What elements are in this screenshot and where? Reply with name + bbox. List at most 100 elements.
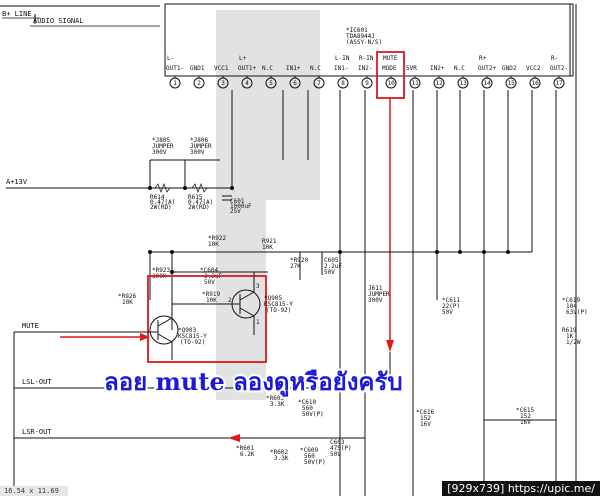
node xyxy=(338,250,342,254)
c616-rating: 16V xyxy=(420,421,431,428)
pin-10-circle xyxy=(385,77,397,89)
c610-value: 560 xyxy=(302,405,313,412)
j806-ref: *J806 xyxy=(190,137,208,144)
pin-16-number: 16 xyxy=(532,80,540,87)
pin-12-number: 12 xyxy=(436,80,444,87)
pin-11-circle xyxy=(409,77,421,89)
r619-ref: R619 xyxy=(562,327,577,334)
pin-10-number: 10 xyxy=(388,80,396,87)
j806-rating: 300V xyxy=(190,149,205,156)
lsr-label: LSR-OUT xyxy=(22,428,52,436)
r602-value: 3.3K xyxy=(274,455,289,462)
c619-rating: 63V(P) xyxy=(566,309,588,316)
pin-13-function: N.C xyxy=(454,65,465,72)
c611-ref: *C611 xyxy=(442,297,460,304)
pin-11-function: SVR xyxy=(406,65,417,72)
c605-value: 2.2uF xyxy=(324,263,342,270)
mute-arrow-down xyxy=(386,340,394,352)
legend-b-line: B+ LINE xyxy=(2,10,32,18)
c603-ref: C603 xyxy=(330,439,345,446)
pin-4-function: OUT1+ xyxy=(238,65,256,72)
q903-emitter xyxy=(157,333,173,343)
pin-9-circle xyxy=(361,77,373,89)
r615-ref: R615 xyxy=(188,194,203,201)
node xyxy=(230,186,234,190)
node xyxy=(183,186,187,190)
r920-value: 27K xyxy=(290,263,301,270)
j805-rating: 300V xyxy=(152,149,167,156)
c616-ref: *C616 xyxy=(416,409,434,416)
c615-ref: *C615 xyxy=(516,407,534,414)
pin-15-number: 15 xyxy=(508,80,516,87)
r605-value: 3.3K xyxy=(270,401,285,408)
pin-12-function: IN2+ xyxy=(430,65,445,72)
node xyxy=(435,250,439,254)
r614-value: 0.47(A) xyxy=(150,199,175,206)
lsl-label: LSL-OUT xyxy=(22,378,52,386)
q905-pin1: 1 xyxy=(256,319,260,326)
j611-type: JUMPER xyxy=(368,291,390,298)
pin-5-function: N.C xyxy=(262,65,273,72)
pin-16-circle xyxy=(529,77,541,89)
pin-7-circle xyxy=(313,77,325,89)
c609-ref: *C609 xyxy=(300,447,318,454)
r926-ref: *R926 xyxy=(118,293,136,300)
pin-1-function: OUT1- xyxy=(166,65,184,72)
q903-package: (TO-92) xyxy=(180,339,205,346)
r926-value: 10K xyxy=(122,299,133,306)
pin-2-number: 2 xyxy=(197,80,201,87)
upic-watermark: [929x739] https://upic.me/ xyxy=(442,481,600,496)
pin-8-label: L-IN xyxy=(335,55,350,62)
r919-value: 10K xyxy=(206,297,217,304)
c619-value: 104 xyxy=(566,303,577,310)
r615-symbol xyxy=(191,183,208,193)
r605-ref: *R605 xyxy=(266,395,284,402)
pin-15-function: GND2 xyxy=(502,65,517,72)
ic-part: TDA8944J xyxy=(346,33,375,40)
j611-ref: J611 xyxy=(368,285,383,292)
pin-3-circle xyxy=(217,77,229,89)
c619-ref: *C619 xyxy=(562,297,580,304)
r921-value: 10K xyxy=(262,244,273,251)
r619-rating: 1/2W xyxy=(566,339,581,346)
node xyxy=(482,250,486,254)
q903-collector xyxy=(157,317,173,327)
pin-17-number: 17 xyxy=(556,80,564,87)
r602-ref: *R602 xyxy=(270,449,288,456)
c609-rating: 50V(P) xyxy=(304,459,326,466)
pin-14-number: 14 xyxy=(484,80,492,87)
c605-ref: C605 xyxy=(324,257,339,264)
c605-rating: 50V xyxy=(324,269,335,276)
mute-red-arrow xyxy=(140,333,150,341)
node xyxy=(170,250,174,254)
r920-ref: *R920 xyxy=(290,257,308,264)
r614-ref: R614 xyxy=(150,194,165,201)
j805-type: JUMPER xyxy=(152,143,174,150)
pin-6-function: IN1+ xyxy=(286,65,301,72)
ic601-body xyxy=(164,3,574,77)
r615-value: 0.47(A) xyxy=(188,199,213,206)
q905-pin3: 3 xyxy=(256,283,260,290)
pin-4-number: 4 xyxy=(245,80,249,87)
pin-12-circle xyxy=(433,77,445,89)
legend-audio-signal: AUDIO SIGNAL xyxy=(33,17,84,25)
pin-14-function: OUT2+ xyxy=(478,65,496,72)
node xyxy=(458,250,462,254)
pin-5-number: 5 xyxy=(269,80,273,87)
pin-11-number: 11 xyxy=(412,80,420,87)
pin-3-number: 3 xyxy=(221,80,225,87)
mute-label: MUTE xyxy=(22,322,39,330)
q905-package: (TO-92) xyxy=(266,307,291,314)
c610-ref: *C610 xyxy=(298,399,316,406)
pin-8-circle xyxy=(337,77,349,89)
overlay-question-text: ลอย mute ลองดูหรือยังครับ xyxy=(104,367,403,397)
c611-rating: 50V xyxy=(442,309,453,316)
pin-5-circle xyxy=(265,77,277,89)
pin-8-function: IN1- xyxy=(334,65,348,72)
r615-rating: 2W(RD) xyxy=(188,204,210,211)
pin-17-circle xyxy=(553,77,565,89)
c603-value: 475(P) xyxy=(330,445,352,452)
c601-value: 1000uF xyxy=(230,203,252,210)
